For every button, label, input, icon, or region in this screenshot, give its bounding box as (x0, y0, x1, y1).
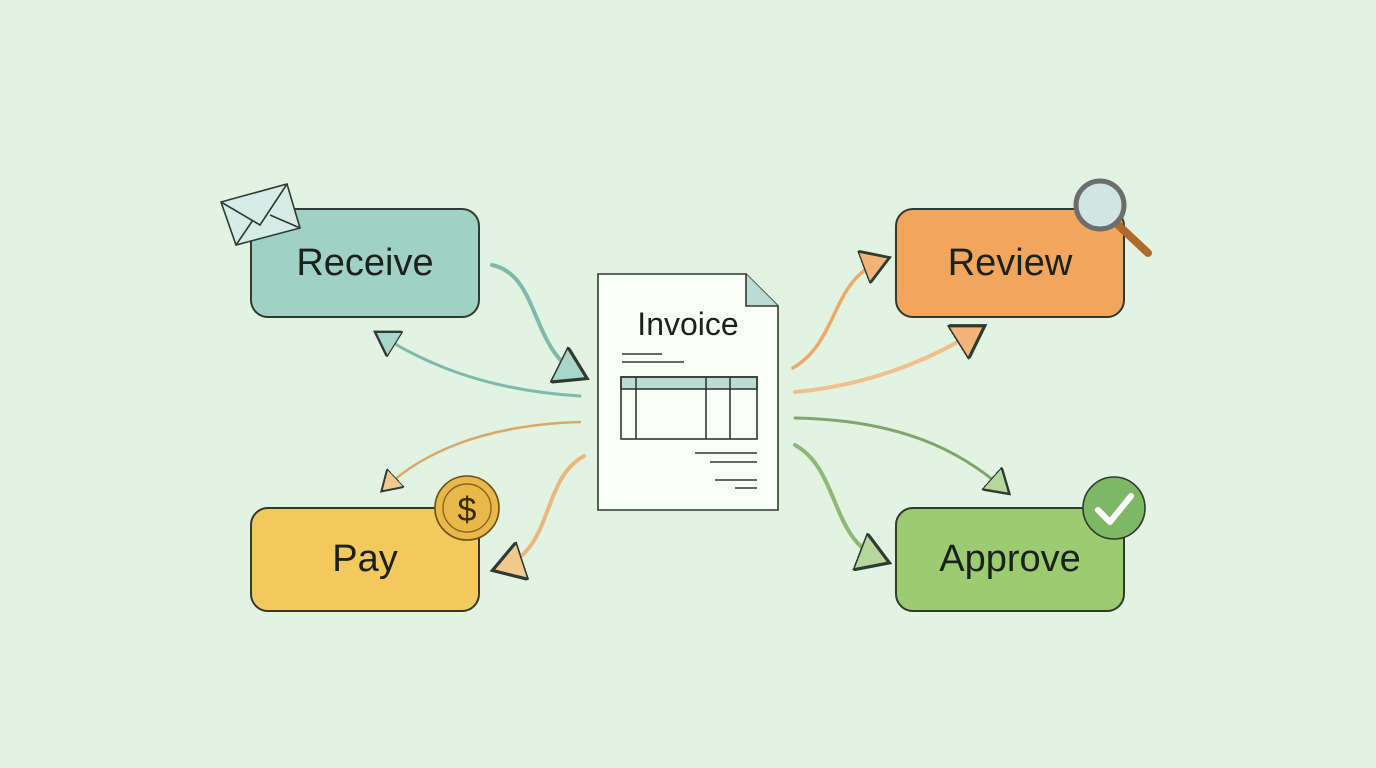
arrow-invoice-to-approve-1 (793, 416, 1005, 490)
step-approve-label: Approve (939, 538, 1081, 580)
invoice-title: Invoice (637, 306, 739, 342)
step-review-label: Review (947, 241, 1073, 284)
arrow-invoice-to-pay-1 (385, 420, 582, 488)
arrow-invoice-to-pay-2 (500, 454, 586, 568)
checkmark-icon (1082, 476, 1146, 540)
coin-symbol: $ (458, 491, 477, 529)
step-receive-label: Receive (296, 241, 434, 284)
step-pay-label: Pay (332, 538, 398, 580)
invoice-document-icon (597, 273, 779, 511)
arrow-invoice-to-receive (380, 335, 582, 398)
dollar-coin-icon: $ (434, 475, 500, 541)
magnifier-icon (1073, 178, 1152, 257)
envelope-icon (219, 183, 302, 246)
arrow-invoice-to-review-1 (791, 260, 883, 370)
arrow-receive-to-invoice (490, 263, 580, 375)
step-approve: Approve (895, 507, 1125, 612)
arrow-invoice-to-approve-2 (793, 443, 882, 560)
arrow-invoice-to-review-2 (793, 330, 978, 394)
